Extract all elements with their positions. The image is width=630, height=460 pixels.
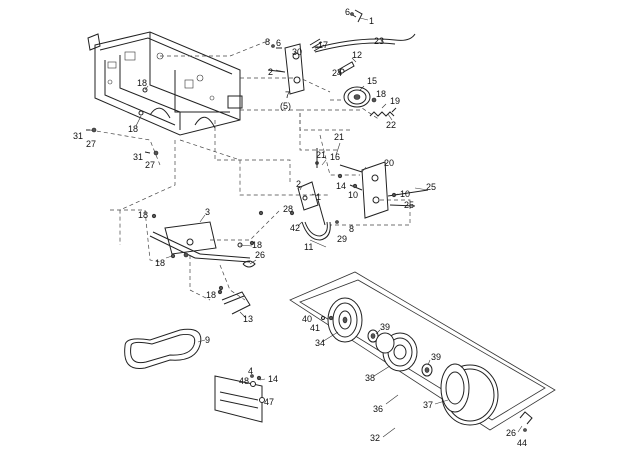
callout-36: 36 xyxy=(373,404,383,414)
callout-2: 2 xyxy=(268,67,273,77)
callout-32: 32 xyxy=(370,433,380,443)
callout-29: 29 xyxy=(337,234,347,244)
callout-18: 18 xyxy=(128,124,138,134)
tire-37 xyxy=(440,363,499,426)
callout-25: 25 xyxy=(426,182,436,192)
callout-16: 16 xyxy=(330,152,340,162)
guard-47 xyxy=(214,374,265,423)
callout-5: (5) xyxy=(280,101,291,111)
callout-8: 8 xyxy=(265,37,270,47)
callout-3: 3 xyxy=(205,207,210,217)
callout-8: 8 xyxy=(349,224,354,234)
callout-18: 18 xyxy=(155,258,165,268)
callout-47: 47 xyxy=(264,397,274,407)
callout-37: 37 xyxy=(423,400,433,410)
callout-42: 42 xyxy=(290,223,300,233)
spring-22 xyxy=(369,107,397,117)
callout-30: 30 xyxy=(292,47,302,57)
wheel-kit-box-32 xyxy=(289,271,556,431)
callout-1: 1 xyxy=(369,16,374,26)
callout-48: 48 xyxy=(239,376,249,386)
callout-2: 2 xyxy=(296,179,301,189)
callout-22: 22 xyxy=(386,120,396,130)
callout-15: 15 xyxy=(367,76,377,86)
drive-belt-9 xyxy=(124,328,202,370)
callout-18: 18 xyxy=(138,210,148,220)
callout-41: 41 xyxy=(310,323,320,333)
idler-arm-24 xyxy=(337,61,355,75)
callout-23: 23 xyxy=(374,36,384,46)
callout-20: 20 xyxy=(384,158,394,168)
callout-18: 18 xyxy=(137,78,147,88)
callout-39: 39 xyxy=(431,352,441,362)
pulley-34 xyxy=(321,297,363,343)
pulley-15 xyxy=(343,86,377,108)
assembly-lines xyxy=(89,39,411,301)
leader-lines xyxy=(135,17,523,438)
frame-housing xyxy=(87,31,243,136)
callout-12: 12 xyxy=(352,50,362,60)
shift-lever-3 xyxy=(149,221,251,263)
callout-7: 7 xyxy=(285,90,290,100)
callout-21: 21 xyxy=(334,132,344,142)
bearing-39 xyxy=(367,329,433,377)
callout-34: 34 xyxy=(315,338,325,348)
callout-10: 10 xyxy=(348,190,358,200)
callout-26: 26 xyxy=(255,250,265,260)
idler-bracket xyxy=(267,38,325,95)
callout-39: 39 xyxy=(380,322,390,332)
callout-21: 21 xyxy=(316,150,326,160)
callout-27: 27 xyxy=(145,160,155,170)
callout-11: 11 xyxy=(304,242,313,252)
clip-26 xyxy=(242,260,256,268)
callout-6: 6 xyxy=(276,38,281,48)
clip-44 xyxy=(519,411,533,432)
callout-24: 24 xyxy=(332,68,342,78)
callout-1: 1 xyxy=(316,192,321,202)
callout-31: 31 xyxy=(73,131,83,141)
callout-18: 18 xyxy=(376,89,386,99)
callout-14: 14 xyxy=(268,374,278,384)
callout-6: 6 xyxy=(345,7,350,17)
callout-44: 44 xyxy=(517,438,527,448)
callout-labels: 6 1 23 8 6 30 17 12 2 24 15 7 (5) 18 19 … xyxy=(73,7,527,448)
callout-18: 18 xyxy=(252,240,262,250)
cable-assembly xyxy=(314,9,416,53)
callout-25: 25 xyxy=(404,200,414,210)
callout-13: 13 xyxy=(243,314,253,324)
callout-38: 38 xyxy=(365,373,375,383)
brake-band-11 xyxy=(297,181,339,241)
callout-14: 14 xyxy=(336,181,346,191)
hub-38 xyxy=(375,332,418,372)
callout-27: 27 xyxy=(86,139,96,149)
callout-18: 18 xyxy=(206,290,216,300)
callout-4: 4 xyxy=(248,366,253,376)
bracket-20 xyxy=(315,148,429,219)
callout-26: 26 xyxy=(506,428,516,438)
callout-19: 19 xyxy=(390,96,400,106)
callout-9: 9 xyxy=(205,335,210,345)
callout-10: 10 xyxy=(400,189,410,199)
rod-13 xyxy=(217,289,251,315)
callout-28: 28 xyxy=(283,204,293,214)
callout-31: 31 xyxy=(133,152,143,162)
callout-17: 17 xyxy=(318,40,328,50)
callout-40: 40 xyxy=(302,314,312,324)
